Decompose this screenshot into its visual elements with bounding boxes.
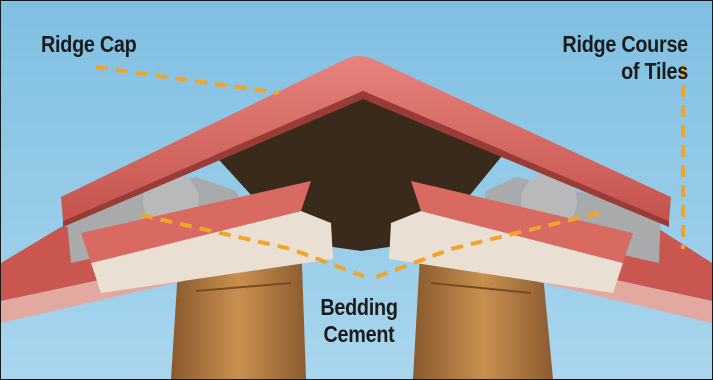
bedding-label-line2: Cement (282, 321, 437, 348)
ridge-cap-label: Ridge Cap (41, 31, 136, 58)
ridge-course-label-line2: of Tiles (562, 58, 688, 85)
bedding-cement-label: Bedding Cement (282, 294, 437, 348)
bedding-label-line1: Bedding (282, 294, 437, 321)
ridge-course-label: Ridge Course of Tiles (562, 31, 688, 85)
ridge-course-label-line1: Ridge Course (562, 31, 688, 58)
